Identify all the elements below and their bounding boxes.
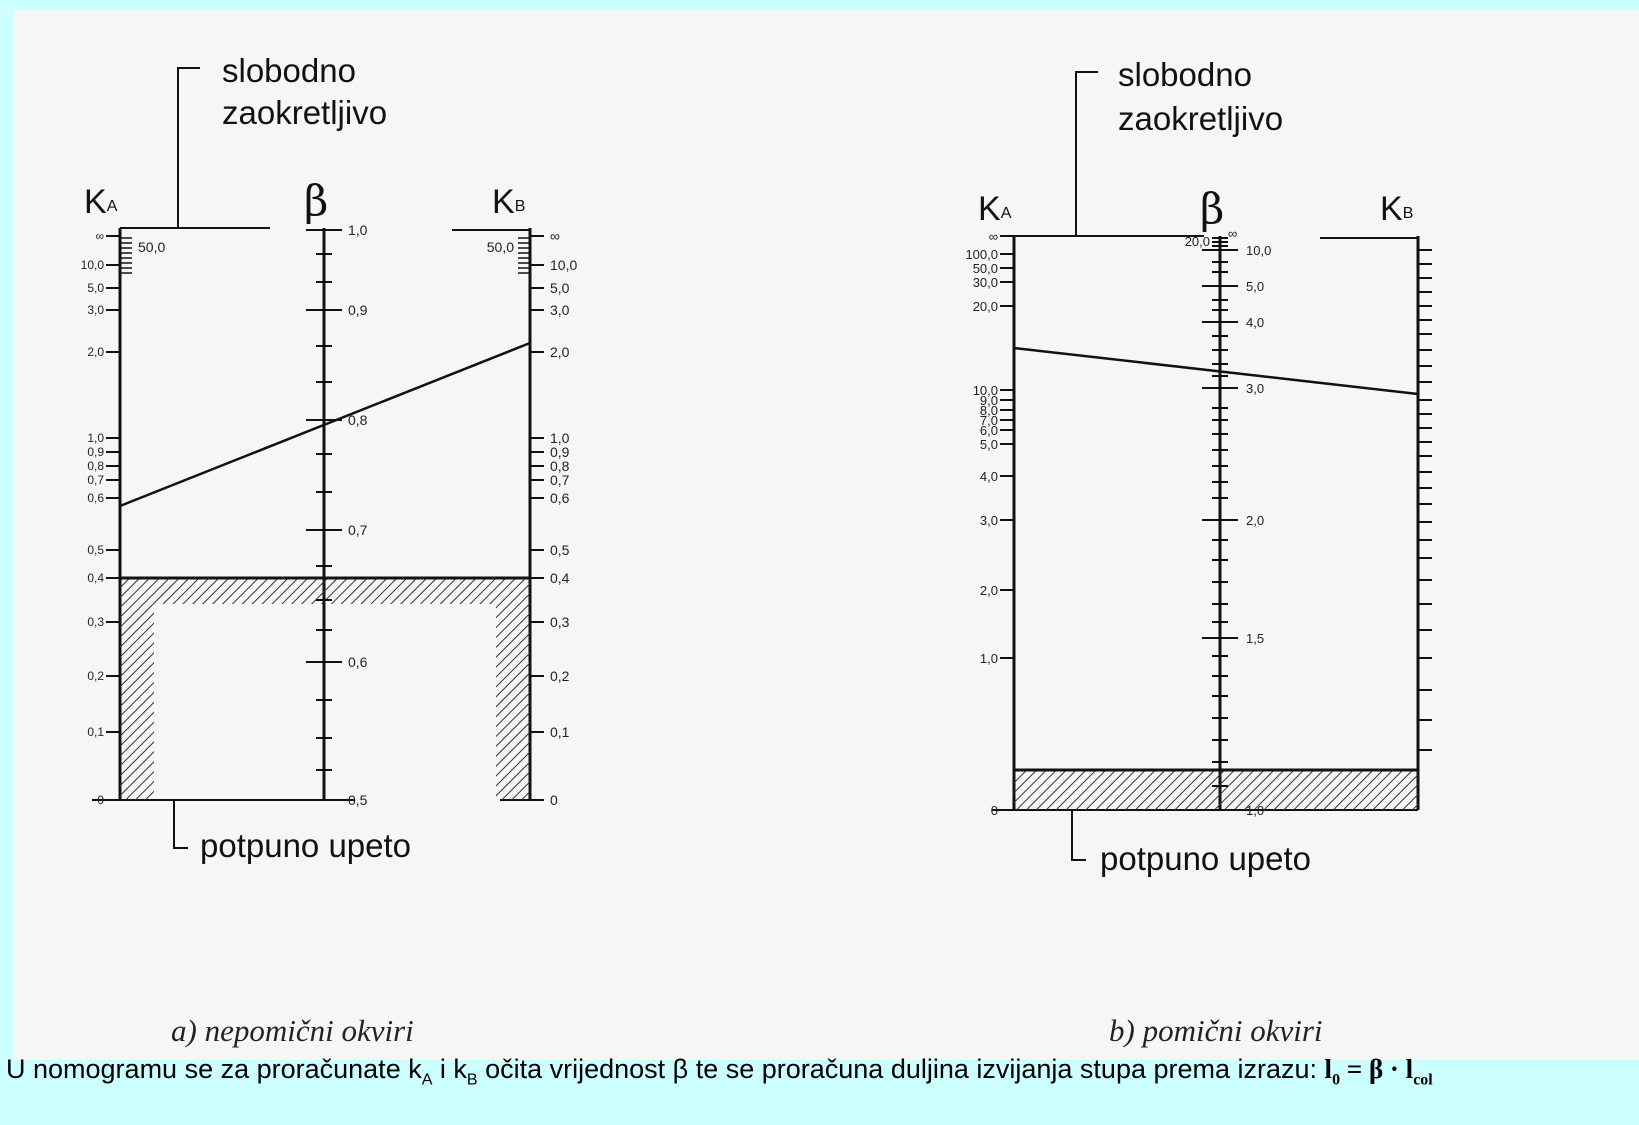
panel-a-kb-label: 0,3 xyxy=(550,614,570,630)
panel-a-top-bracket xyxy=(177,67,200,228)
panel-b-ka-label: 4,0 xyxy=(980,469,998,484)
panel-b-example-line xyxy=(1013,346,1419,396)
panel-b-ka-label: 5,0 xyxy=(980,437,998,452)
panel-a-kb-label: ∞ xyxy=(550,228,560,244)
panel-b-ka-label: 1,0 xyxy=(980,651,998,666)
panel-b-ka-label: 50,0 xyxy=(973,261,998,276)
panel-a-kb-label: 2,0 xyxy=(550,344,570,360)
panel-b-beta-label: 4,0 xyxy=(1246,315,1264,330)
panel-b-ka-label: 9,0 xyxy=(980,393,998,408)
panel-a-ka-label: 0,2 xyxy=(87,669,104,683)
panel-a-ka-label: 3,0 xyxy=(87,303,104,317)
panel-a-kb-label: 0,4 xyxy=(550,570,570,586)
panel-b-beta-label: 2,0 xyxy=(1246,513,1264,528)
panel-a-bottom-label: potpuno upeto xyxy=(200,827,411,864)
panel-b-caption: b) pomični okviri xyxy=(1109,1013,1323,1048)
panel-a-top-label-2: zaokretljivo xyxy=(222,94,387,131)
panel-a-kb-label: 0,2 xyxy=(550,668,570,684)
panel-a-beta-label: 0,9 xyxy=(348,302,368,318)
panel-a-hatch-left xyxy=(120,604,154,800)
panel-a-caption: a) nepomični okviri xyxy=(171,1013,414,1048)
panel-b-ka-label: 6,0 xyxy=(980,423,998,438)
panel-a-bottom-bracket xyxy=(173,800,188,849)
panel-a-ka-label: 0,4 xyxy=(87,571,104,585)
panel-a-ka-label: 0,6 xyxy=(87,491,104,505)
panel-b-ticks: ∞100,050,030,020,010,09,08,07,06,05,04,0… xyxy=(965,226,1432,818)
panel-b-beta-name: β xyxy=(1200,184,1224,233)
panel-b-top-bracket xyxy=(1075,71,1098,236)
panel-a-beta-label: 0,6 xyxy=(348,654,368,670)
panel-b-ka-label: 8,0 xyxy=(980,403,998,418)
panel-a-ka-label: 0,8 xyxy=(87,459,104,473)
panel-a-kb-label: 0,1 xyxy=(550,724,570,740)
panel-b-ka-label: 2,0 xyxy=(980,583,998,598)
panel-a-kb-label: 0,9 xyxy=(550,444,570,460)
panel-a-ka-label: 0,1 xyxy=(87,725,104,739)
explanation-text: U nomogramu se za proračunate kA i kB oč… xyxy=(6,1054,1433,1089)
panel-a-ka-name: KA xyxy=(84,183,118,221)
panel-b-beta-label: ∞ xyxy=(1228,226,1237,241)
nomogram-figure: ∞50,010,05,03,02,01,00,90,80,70,60,50,40… xyxy=(81,52,1432,877)
panel-a-ticks: ∞50,010,05,03,02,01,00,90,80,70,60,50,40… xyxy=(81,222,578,808)
panel-a-ka-label: 1,0 xyxy=(87,431,104,445)
panel-b-top-label-2: zaokretljivo xyxy=(1118,100,1283,137)
panel-b-beta-label: 20,0 xyxy=(1185,234,1210,249)
panel-a-beta-name: β xyxy=(304,176,328,225)
panel-a-kb-label: 0,6 xyxy=(550,490,570,506)
panel-b-beta-label: 5,0 xyxy=(1246,279,1264,294)
panel-a-ka-label: 5,0 xyxy=(87,281,104,295)
panel-b-ka-label: 20,0 xyxy=(973,299,998,314)
formula: l0 = β · lcol xyxy=(1324,1054,1433,1089)
panel-a-kb-label: 0,5 xyxy=(550,542,570,558)
panel-b-ka-label: 7,0 xyxy=(980,413,998,428)
panel-a-kb-label: 0 xyxy=(550,792,558,808)
panel-b-ka-name: KA xyxy=(978,190,1012,228)
panel-a-beta-label: 0,7 xyxy=(348,522,368,538)
panel-a-ka-label: 0,9 xyxy=(87,445,104,459)
panel-b-beta-label: 10,0 xyxy=(1246,243,1271,258)
panel-a-top-label-1: slobodno xyxy=(222,52,356,89)
panel-b-ka-label: 100,0 xyxy=(965,247,998,262)
panel-a-ka-label: 10,0 xyxy=(81,258,105,272)
panel-b-ka-label: 30,0 xyxy=(973,275,998,290)
panel-b-ka-label: ∞ xyxy=(989,229,998,244)
panel-a-ka-label: 0,5 xyxy=(87,543,104,557)
panel-a-beta-label: 1,0 xyxy=(348,222,368,238)
panel-b-top-label-1: slobodno xyxy=(1118,56,1252,93)
panel-a-kb-label: 3,0 xyxy=(550,302,570,318)
panel-a-example-line xyxy=(119,341,531,508)
panel-a-ka-label: 0 xyxy=(97,793,104,807)
panel-a-hatch-right xyxy=(496,604,530,800)
panel-b-bottom-bracket xyxy=(1071,810,1086,861)
panel-a-ka-label: 0,3 xyxy=(87,615,104,629)
panel-a-kb-label: 5,0 xyxy=(550,280,570,296)
panel-a-kb-name: KB xyxy=(492,183,525,221)
panel-a-beta-label: 0,8 xyxy=(348,412,368,428)
panel-a-kb-label: 0,7 xyxy=(550,472,570,488)
panel-b-ka-label: 0 xyxy=(991,803,998,818)
panel-b-kb-name: KB xyxy=(1380,190,1413,228)
panel-b-beta-label: 1,0 xyxy=(1246,803,1264,818)
panel-b-bottom-label: potpuno upeto xyxy=(1100,840,1311,877)
panel-a-beta-label: 0,5 xyxy=(348,792,368,808)
panel-a-ka-label: 2,0 xyxy=(87,345,104,359)
panel-a-kb-label: 1,0 xyxy=(550,430,570,446)
panel-a-ka-label: 50,0 xyxy=(138,239,165,255)
panel-a-nomogram xyxy=(92,67,544,849)
panel-a-kb-label: 0,8 xyxy=(550,458,570,474)
panel-a-dense-ticks xyxy=(120,237,530,274)
panel-b-ka-label: 3,0 xyxy=(980,513,998,528)
panel-a-kb-label: 10,0 xyxy=(550,257,577,273)
panel-a-ka-label: 0,7 xyxy=(87,473,104,487)
panel-b-ka-label: 10,0 xyxy=(973,383,998,398)
panel-a-ka-label: ∞ xyxy=(95,229,104,243)
panel-b-hatch-band xyxy=(1014,770,1418,810)
panel-b-beta-label: 1,5 xyxy=(1246,631,1264,646)
panel-a-kb-label: 50,0 xyxy=(487,239,514,255)
panel-b-beta-label: 3,0 xyxy=(1246,381,1264,396)
